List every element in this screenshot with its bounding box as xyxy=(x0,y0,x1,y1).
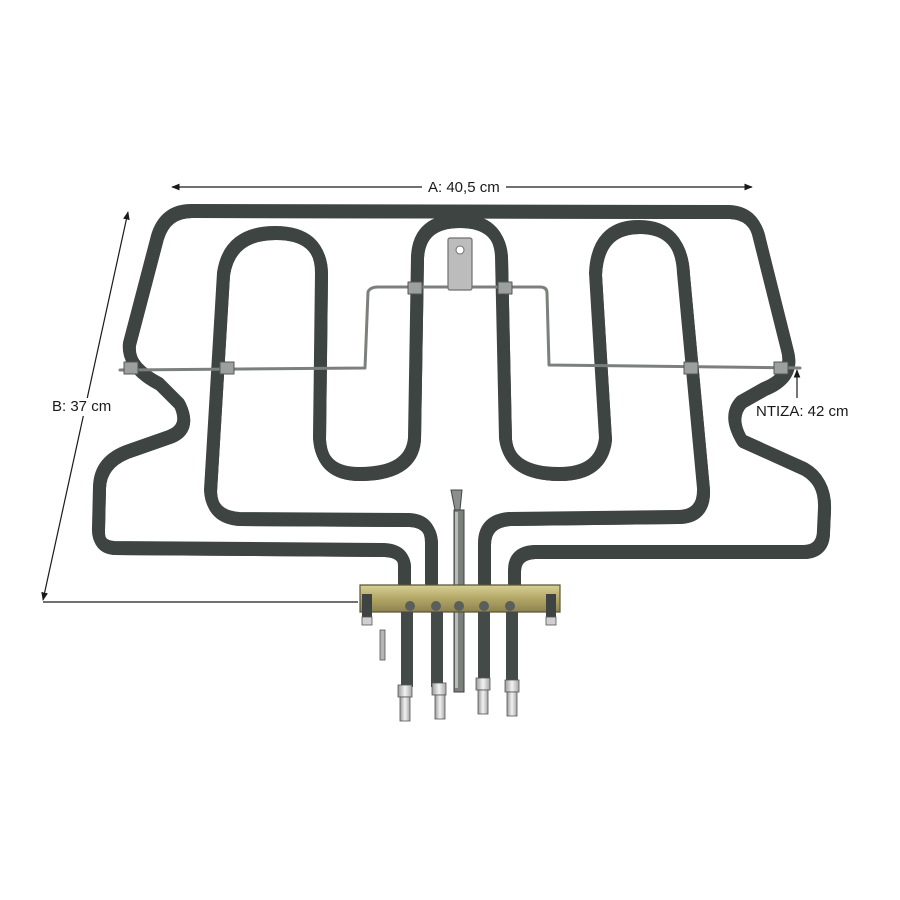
dimension-c-label: NTIZA: 42 cm xyxy=(754,403,851,421)
wire-clip xyxy=(773,361,789,375)
wire-clip xyxy=(683,361,699,375)
terminal-leads xyxy=(397,612,520,722)
top-mounting-tab xyxy=(447,237,473,291)
outer-tube-loop xyxy=(98,210,825,591)
terminal-lead-3 xyxy=(475,612,491,715)
left-inner-tube-loop xyxy=(210,220,704,591)
wire-clip xyxy=(123,361,139,375)
wire-clip xyxy=(219,361,235,375)
wire-clip xyxy=(497,281,513,295)
dimension-a-label: A: 40,5 cm xyxy=(422,179,506,197)
wire-clip xyxy=(407,281,423,295)
dimension-b-label: B: 37 cm xyxy=(50,398,114,416)
mounting-bracket xyxy=(359,584,561,661)
terminal-lead-1 xyxy=(397,612,413,722)
terminal-lead-4 xyxy=(504,612,520,717)
heating-element xyxy=(98,210,825,591)
terminal-lead-2 xyxy=(431,612,447,720)
